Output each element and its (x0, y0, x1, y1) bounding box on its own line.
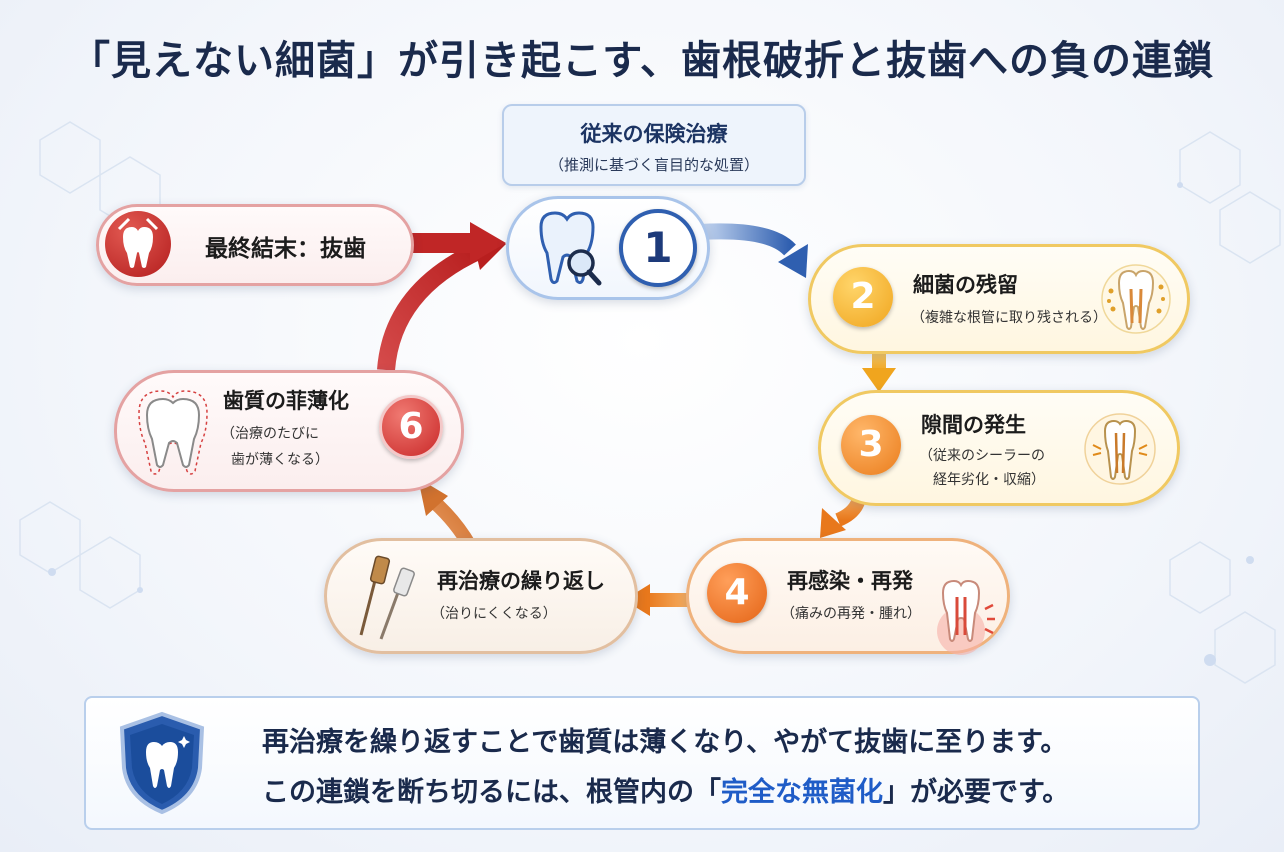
step-4-badge: 4 (707, 563, 767, 623)
step-2-subtitle: （複雑な根管に取り残される） (911, 310, 1107, 326)
thin-tooth-icon (138, 390, 208, 475)
step-2-node: 2 細菌の残留 （複雑な根管に取り残される） (808, 244, 1190, 354)
bacteria-tooth-icon (1101, 264, 1171, 334)
step-5-title: 再治療の繰り返し (437, 569, 605, 593)
step-3-badge: 3 (841, 415, 901, 475)
step-2-title: 細菌の残留 (913, 273, 1018, 297)
step-4-node: 4 再感染・再発 （痛みの再発・腫れ） (686, 538, 1010, 655)
step-1-node: 1 (506, 196, 710, 300)
final-title: 最終結末：抜歯 (205, 236, 366, 262)
step-5-node: 再治療の繰り返し （治りにくくなる） (324, 538, 638, 654)
step-5-subtitle: （治りにくくなる） (431, 606, 557, 622)
infected-tooth-icon (937, 579, 995, 655)
step-2-badge: 2 (833, 267, 893, 327)
gap-tooth-icon (1084, 413, 1156, 485)
step-6-title: 歯質の菲薄化 (223, 389, 349, 413)
extracted-tooth-badge (105, 211, 171, 277)
conclusion-line-2: この連鎖を断ち切るには、根管内の「完全な無菌化」が必要です。 (262, 770, 1069, 809)
step-3-title: 隙間の発生 (921, 413, 1026, 437)
step-6-subtitle-line2: 歯が薄くなる） (231, 452, 329, 468)
step-6-badge: 6 (379, 395, 443, 459)
step-6-subtitle-line1: （治療のたびに (221, 426, 319, 442)
conventional-subtitle: （推測に基づく盲目的な処置） (548, 156, 759, 174)
extracted-tooth-icon (117, 217, 159, 268)
conclusion-line-2-post: 」が必要です。 (883, 777, 1070, 808)
tooth-magnifier-icon (539, 211, 602, 286)
endodontic-files-icon (359, 555, 415, 640)
step-1-badge: 1 (619, 209, 697, 287)
step-3-subtitle-line2: 経年劣化・収縮） (933, 472, 1045, 488)
conclusion-box: 再治療を繰り返すことで歯質は薄くなり、やがて抜歯に至ります。 この連鎖を断ち切る… (84, 696, 1200, 830)
conventional-title: 従来の保険治療 (580, 122, 728, 146)
conclusion-highlight: 完全な無菌化 (721, 777, 883, 808)
step-6-node: 歯質の菲薄化 （治療のたびに 歯が薄くなる） 6 (114, 370, 464, 492)
shield-tooth-icon (119, 711, 205, 815)
final-extraction-node: 最終結末：抜歯 (96, 204, 414, 286)
conventional-treatment-box: 従来の保険治療 （推測に基づく盲目的な処置） (502, 104, 806, 186)
page-title: 「見えない細菌」が引き起こす、歯根破折と抜歯への負の連鎖 (70, 37, 1214, 84)
conclusion-line-2-pre: この連鎖を断ち切るには、根管内の「 (262, 777, 721, 808)
step-3-node: 3 隙間の発生 （従来のシーラーの 経年劣化・収縮） (818, 390, 1180, 506)
step-4-title: 再感染・再発 (787, 569, 913, 593)
step-3-subtitle-line1: （従来のシーラーの (919, 448, 1045, 464)
conclusion-line-1: 再治療を繰り返すことで歯質は薄くなり、やがて抜歯に至ります。 (262, 727, 1068, 758)
step-4-subtitle: （痛みの再発・腫れ） (781, 606, 921, 622)
